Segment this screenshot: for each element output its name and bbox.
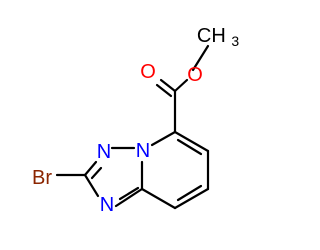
- methyl-label: CH 3: [197, 25, 239, 49]
- nitrogen-1-label: N: [97, 141, 111, 163]
- bond-methyl-oxygen: [191, 44, 210, 72]
- ester-oxygen-label: O: [187, 64, 203, 86]
- bond-n1-c2-inner: [90, 166, 103, 180]
- nitrogen-3-label: N: [100, 194, 114, 216]
- bond-n3-c8a: [114, 187, 144, 208]
- structure-diagram: CH 3 O O N N N Br: [32, 25, 239, 216]
- carbonyl-oxygen-label: O: [140, 61, 156, 83]
- methyl-subscript: 3: [231, 33, 239, 49]
- bond-c8-c8a: [140, 187, 177, 210]
- bond-carbonyl-double-a: [159, 78, 177, 93]
- bromine-label: Br: [32, 167, 52, 189]
- bond-oxygen-carbonyl-carbon: [173, 78, 189, 93]
- bond-n1-c2: [83, 160, 98, 177]
- bond-c5-c6-inner: [176, 138, 203, 156]
- bond-c5-c6: [173, 130, 210, 153]
- bond-c2-n3: [83, 173, 100, 198]
- atom-labels: CH 3 O O N N N Br: [32, 25, 239, 216]
- bond-c7-c8: [173, 187, 210, 210]
- bonds: [55, 44, 210, 210]
- bond-c7-c8-inner: [176, 184, 203, 202]
- bond-carbonyl-double-b: [155, 83, 173, 98]
- bond-c5-n4: [150, 130, 177, 147]
- bond-n3-c8a-inner: [118, 186, 140, 201]
- nitrogen-bridgehead-label: N: [136, 140, 150, 162]
